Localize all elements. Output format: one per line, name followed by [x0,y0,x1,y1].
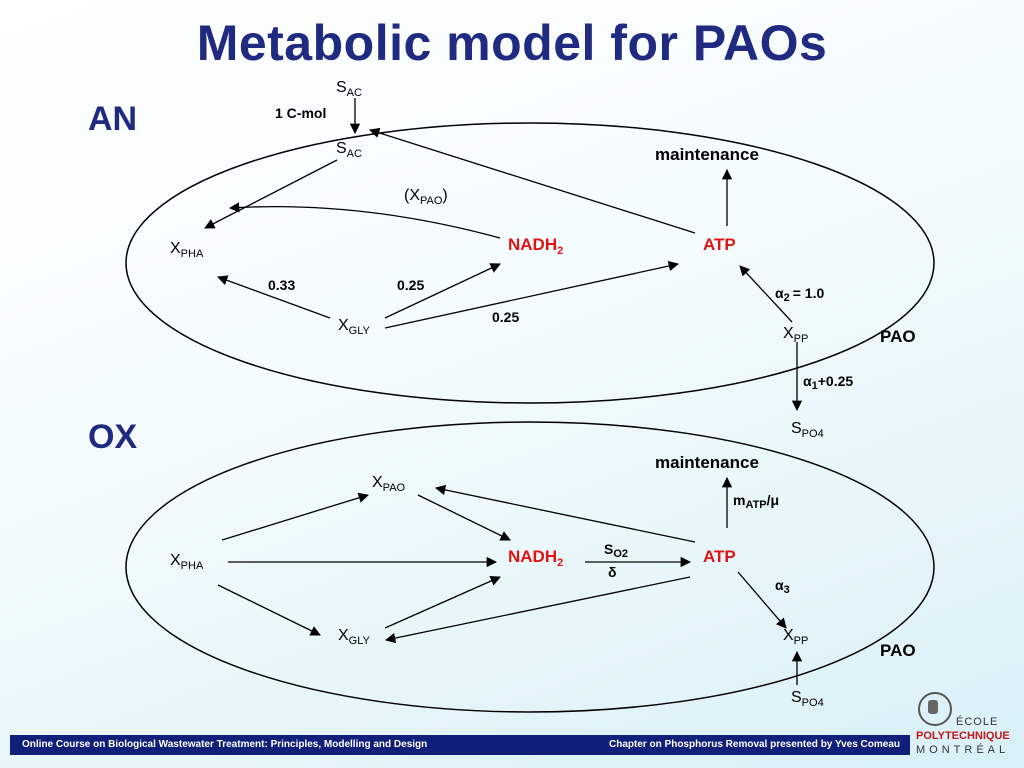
edge-xpha-to-xpao [221,492,369,541]
node-xpp-ox: XPP [783,627,808,647]
node-maintenance-ox: maintenance [655,453,759,472]
an-compartment-ellipse [125,122,935,404]
label-one-cmol: 1 C-mol [275,105,326,121]
node-atp-ox: ATP [703,547,736,566]
footer-bar: Online Course on Biological Wastewater T… [10,735,910,755]
label-so2: SO2 [604,541,628,560]
label-delta: δ [608,564,617,580]
edge-atp-to-xgly [384,576,691,644]
edge-sac-to-xpha [204,159,338,229]
section-label-an: AN [88,100,138,138]
school-emblem-icon [918,692,952,726]
edge-atp-to-xpp [737,571,787,629]
edge-nadh-to-xpha [228,202,501,239]
compartment-label-an: PAO [880,327,916,346]
edge-xgly-to-xpha [217,275,331,319]
node-sac-internal: SAC [336,140,362,160]
label-weight-033: 0.33 [268,277,295,293]
node-sac-external: SAC [336,79,362,99]
footer-chapter-credit: Chapter on Phosphorus Removal presented … [608,739,900,750]
section-label-ox: OX [88,418,138,456]
logo-line-2: POLYTECHNIQUE [916,730,1010,742]
edge-xgly-to-nadh-ox [384,576,501,629]
node-maintenance-an: maintenance [655,145,759,164]
node-spo4-an: SPO4 [791,420,824,440]
node-xgly-an: XGLY [338,317,371,337]
label-matp: mATP/μ [733,492,779,511]
polytechnique-logo: ÉCOLE POLYTECHNIQUE MONTRÉAL [914,688,1018,760]
logo-line-1: ÉCOLE [956,716,999,728]
node-nadh2-ox: NADH2 [508,547,563,569]
label-alpha2: α2= 1.0 [775,285,824,304]
label-alpha1: α1+0.25 [803,373,853,392]
node-xpha-an: XPHA [170,240,204,260]
edge-xpao-to-nadh [417,494,511,541]
edge-atp-to-sac [369,127,696,234]
node-xpao-an: (XPAO) [404,187,448,207]
edge-xpha-to-xgly [217,584,321,636]
slide-title: Metabolic model for PAOs [196,15,828,71]
edge-xgly-to-atp [384,260,680,329]
label-alpha3: α3 [775,577,790,596]
edge-atp-to-xpao [434,484,696,543]
node-xpao-ox: XPAO [372,474,406,494]
node-xgly-ox: XGLY [338,627,371,647]
label-weight-025-nadh: 0.25 [397,277,424,293]
node-xpp-an: XPP [783,325,808,345]
node-xpha-ox: XPHA [170,552,204,572]
node-spo4-ox: SPO4 [791,689,824,709]
ox-compartment-ellipse [125,421,935,713]
node-atp-an: ATP [703,235,736,254]
logo-line-3: MONTRÉAL [916,744,1010,756]
edge-xpp-to-atp [739,265,793,323]
label-weight-025-atp: 0.25 [492,309,519,325]
compartment-label-ox: PAO [880,641,916,660]
edge-xgly-to-nadh [384,263,501,319]
footer-course-title: Online Course on Biological Wastewater T… [22,739,428,750]
node-nadh2-an: NADH2 [508,235,563,257]
